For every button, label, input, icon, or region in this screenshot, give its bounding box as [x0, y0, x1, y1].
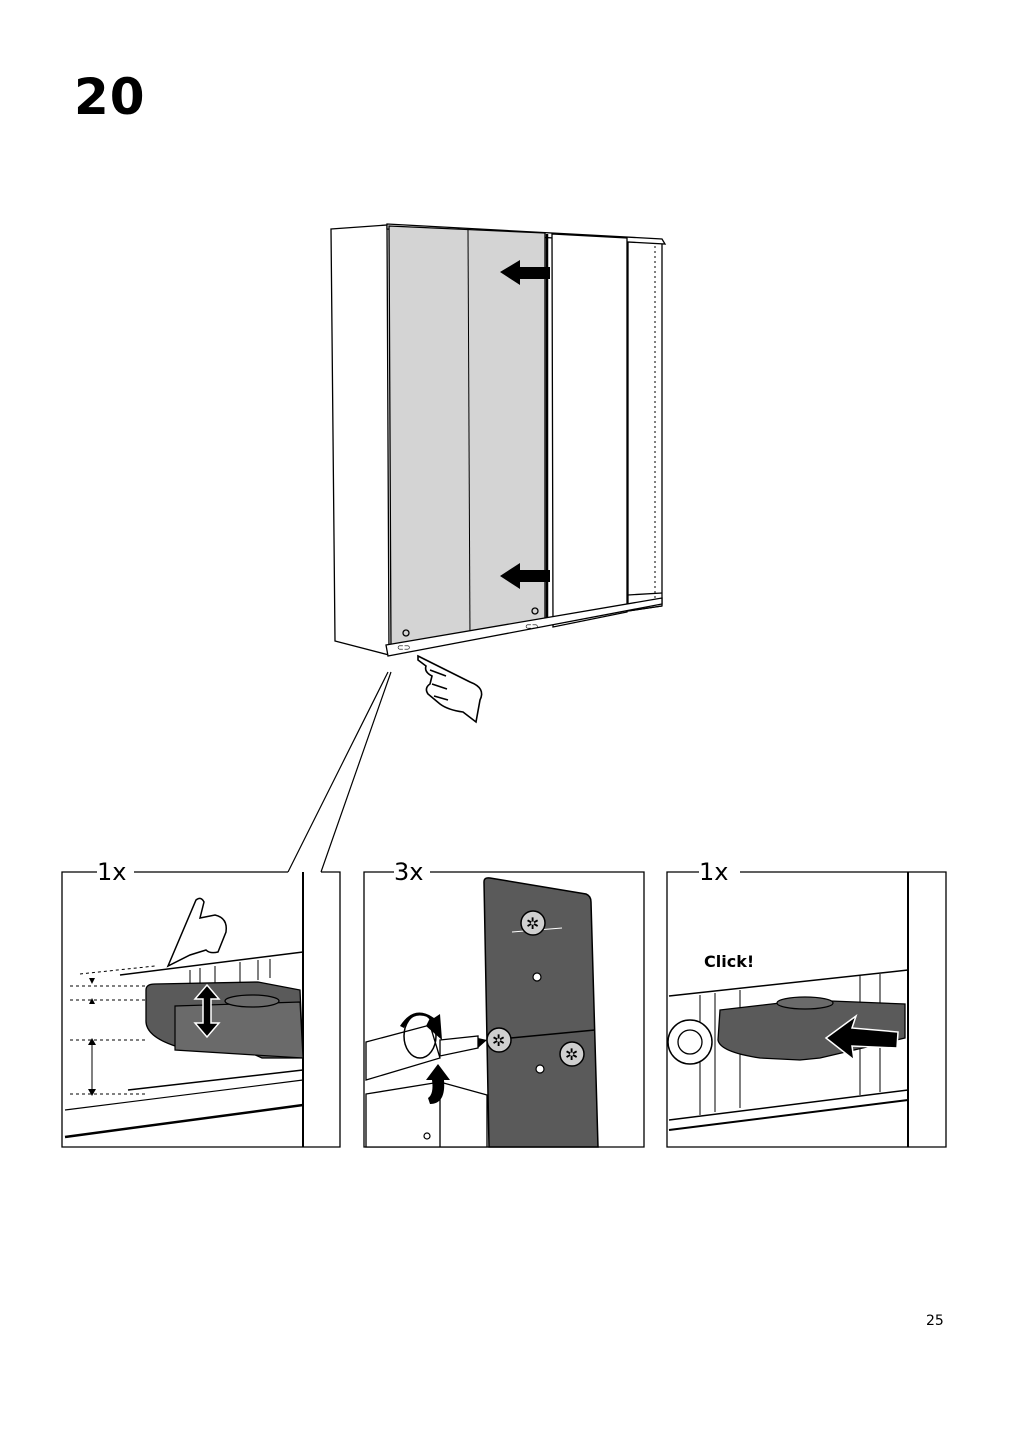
push-left-arrow-top — [500, 260, 550, 285]
push-left-arrow-bottom — [500, 563, 550, 589]
detail-quantity: 1x — [97, 858, 126, 886]
callout-line — [287, 671, 389, 873]
svg-text:⊂⊃: ⊂⊃ — [397, 643, 410, 652]
detail-box-screws: 3x ✲ ✲ ✲ — [363, 858, 645, 1148]
pointing-hand-icon — [166, 897, 228, 968]
detail-box-click: 1x Click! — [666, 858, 947, 1148]
detail-box-adjust: 1x — [61, 858, 341, 1148]
screw-icon: ✲ — [520, 910, 546, 936]
pointing-hand-icon — [417, 654, 483, 724]
screwdriver-icon — [365, 1013, 487, 1081]
rotate-clockwise-arrow-icon — [400, 1012, 450, 1104]
svg-text:✲: ✲ — [492, 1031, 505, 1050]
wardrobe-drawing: ⊂⊃ ⊂⊃ — [330, 223, 667, 657]
callout-line — [320, 671, 392, 873]
detail-quantity: 1x — [699, 858, 728, 886]
screw-icon: ✲ — [486, 1027, 512, 1053]
push-left-arrow — [824, 1014, 899, 1062]
page-number: 25 — [926, 1313, 944, 1329]
click-callout: Click! — [704, 952, 754, 971]
screw-icon: ✲ — [559, 1041, 585, 1067]
step-number: 20 — [74, 68, 146, 126]
svg-text:⊂⊃: ⊂⊃ — [525, 622, 538, 631]
svg-text:✲: ✲ — [526, 914, 539, 933]
svg-text:✲: ✲ — [565, 1045, 578, 1064]
up-down-arrow-icon — [193, 983, 221, 1039]
detail-quantity: 3x — [394, 858, 423, 886]
measurement-lines — [70, 965, 156, 1095]
